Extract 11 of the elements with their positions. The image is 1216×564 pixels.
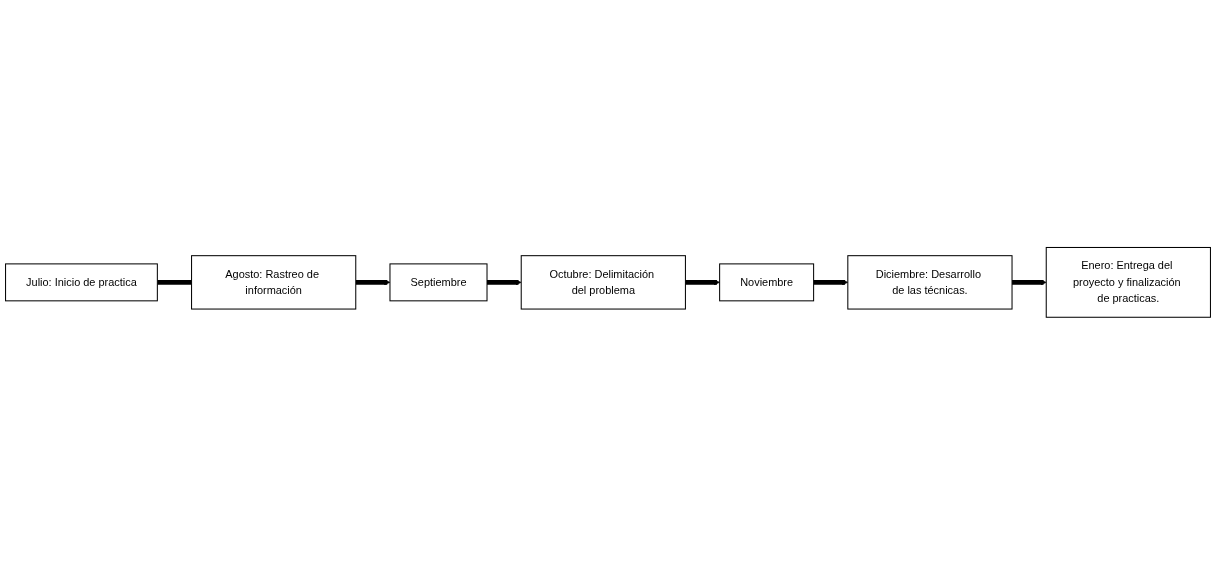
- node-box: Agosto: Rastreo de información: [191, 254, 357, 310]
- node-box: Julio: Inicio de practica: [5, 263, 158, 301]
- arrow: [685, 279, 720, 285]
- connector: [157, 279, 192, 285]
- arrow: [1012, 279, 1047, 285]
- node-box: Octubre: Delimitación del problema: [520, 254, 686, 310]
- node-box: Septiembre: [389, 263, 488, 301]
- node-box: Noviembre: [719, 263, 815, 301]
- arrow: [487, 279, 522, 285]
- node-box: Enero: Entrega del proyecto y finalización de practicas.: [1045, 246, 1211, 318]
- node-box: Diciembre: Desarrollo de las técnicas.: [847, 254, 1013, 310]
